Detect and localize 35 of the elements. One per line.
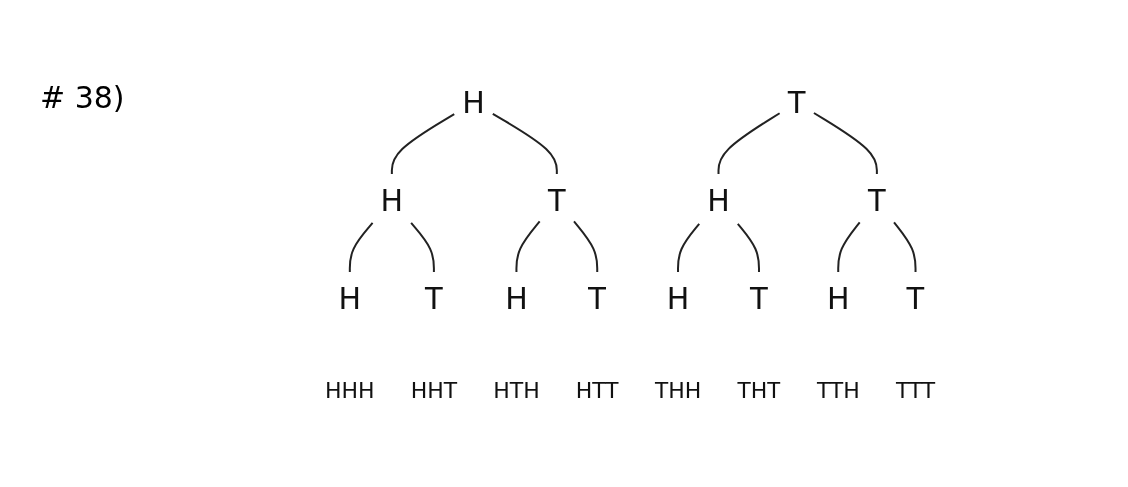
node-text: T: [547, 183, 566, 218]
connector: [515, 220, 541, 273]
node-label: THT: [737, 378, 781, 403]
connector: [717, 112, 781, 175]
problem-number: # 38): [40, 80, 125, 115]
node-text: H: [505, 281, 528, 316]
connector: [892, 221, 917, 273]
connector: [348, 221, 374, 273]
node-text: H: [666, 281, 690, 316]
node-label: HTH: [493, 378, 540, 403]
connector: [410, 221, 435, 273]
connector: [676, 222, 701, 273]
node-text: T: [867, 183, 886, 218]
node-text: T: [424, 281, 443, 316]
connector: [572, 220, 599, 273]
connector: [736, 222, 760, 273]
node-text: H: [826, 281, 850, 316]
connector: [390, 113, 456, 175]
node-label: HTT: [575, 378, 619, 403]
connector: [837, 221, 861, 273]
node-label: TTT: [895, 378, 936, 403]
connector: [812, 112, 878, 175]
node-text: T: [787, 85, 806, 120]
node-text: H: [462, 85, 485, 120]
node-text: H: [338, 281, 361, 316]
node-text: H: [707, 183, 730, 218]
node-label: TTH: [816, 378, 860, 403]
node-text: T: [906, 281, 925, 316]
node-text: T: [749, 281, 768, 316]
node-text: T: [587, 281, 607, 316]
node-label: THH: [654, 378, 702, 403]
connector: [491, 112, 558, 175]
node-label: HHT: [410, 378, 458, 403]
node-text: H: [380, 183, 403, 218]
node-label: HHH: [324, 378, 375, 403]
